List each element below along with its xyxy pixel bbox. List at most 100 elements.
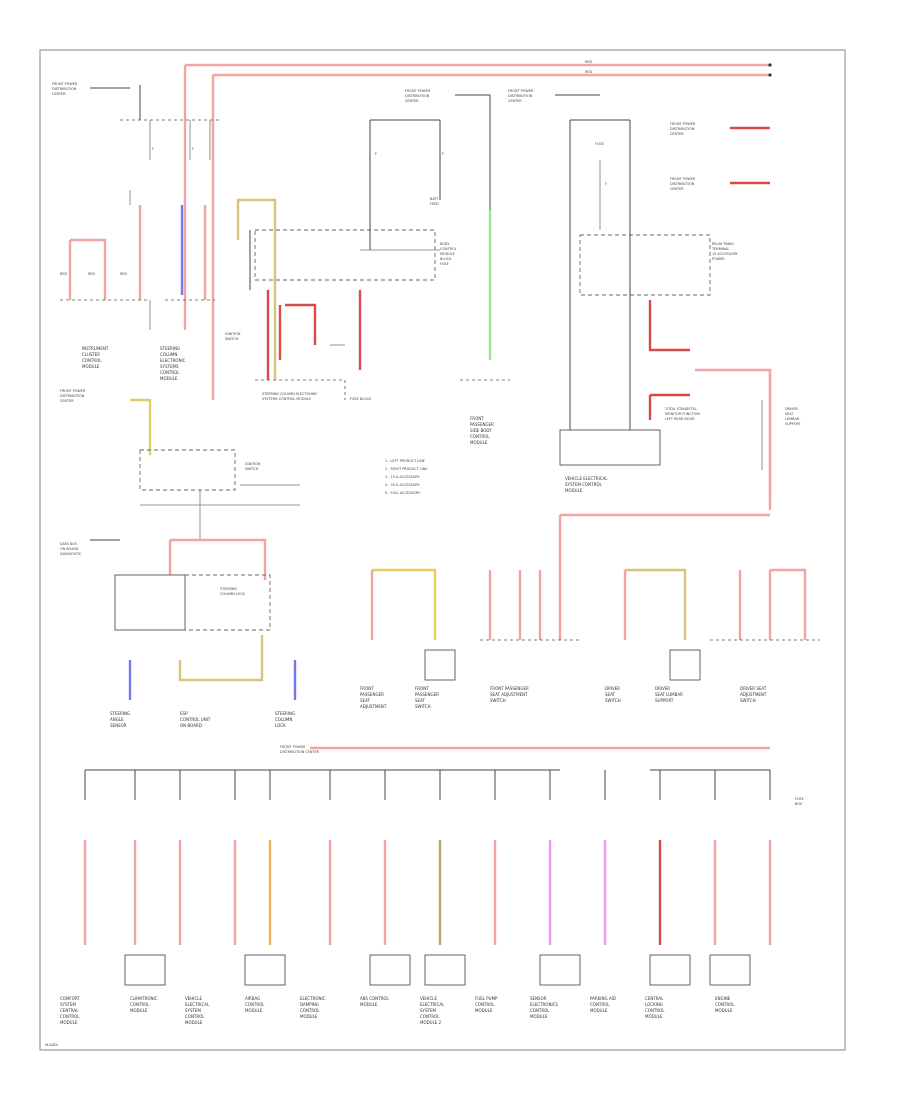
svg-text:RED: RED	[60, 272, 67, 276]
svg-text:SYSTEMS: SYSTEMS	[160, 364, 179, 369]
svg-text:CENTER: CENTER	[670, 187, 684, 191]
svg-text:DRIVER: DRIVER	[785, 407, 798, 411]
svg-text:F: F	[442, 152, 444, 156]
top-power-bus: RED RED	[183, 60, 772, 400]
svg-text:BLOCK: BLOCK	[440, 257, 452, 261]
connector-box	[649, 954, 691, 986]
svg-text:FRONT POWER: FRONT POWER	[280, 745, 306, 749]
corner-label: W-AUDI	[45, 1043, 58, 1047]
svg-text:TOTAL STANDSTILL: TOTAL STANDSTILL	[664, 407, 697, 411]
svg-text:FRONT POWER: FRONT POWER	[670, 122, 696, 126]
svg-text:FUSE: FUSE	[440, 262, 449, 266]
svg-text:INSTRUMENT: INSTRUMENT	[82, 346, 109, 351]
svg-text:F: F	[375, 152, 377, 156]
svg-text:DISTRIBUTION: DISTRIBUTION	[52, 87, 77, 91]
top-right-terminals: FRONT POWER DISTRIBUTION CENTER FRONT PO…	[670, 122, 770, 191]
svg-text:SUPPORT: SUPPORT	[655, 698, 674, 703]
svg-text:CONTROL UNIT: CONTROL UNIT	[180, 717, 211, 722]
svg-text:1 - LEFT PRODUCT LINE: 1 - LEFT PRODUCT LINE	[385, 459, 425, 463]
svg-text:SWITCH: SWITCH	[415, 704, 431, 709]
svg-text:LEFT REAR DOOR: LEFT REAR DOOR	[665, 417, 695, 421]
svg-text:DRIVER SEAT: DRIVER SEAT	[740, 686, 767, 691]
svg-text:BATT: BATT	[430, 197, 439, 201]
svg-text:2 - RIGHT PRODUCT LINE: 2 - RIGHT PRODUCT LINE	[385, 467, 427, 471]
svg-text:ADJUSTMENT: ADJUSTMENT	[360, 704, 387, 709]
diagram-frame	[39, 49, 846, 1051]
bottom-bus: FRONT POWER DISTRIBUTION CENTER FUSE BOX	[85, 745, 804, 806]
svg-text:ON BOARD: ON BOARD	[60, 547, 79, 551]
svg-text:CENTER: CENTER	[405, 99, 419, 103]
svg-text:STEERING: STEERING	[275, 711, 295, 716]
svg-text:LUMBAR: LUMBAR	[785, 417, 800, 421]
svg-text:F: F	[152, 147, 154, 151]
svg-text:4 - 30 A ACCESSORY: 4 - 30 A ACCESSORY	[385, 483, 421, 487]
svg-text:SEAT ADJUSTMENT: SEAT ADJUSTMENT	[490, 692, 528, 697]
svg-text:COLUMN LOCK: COLUMN LOCK	[220, 592, 246, 596]
svg-text:SYSTEMS CONTROL MODULE: SYSTEMS CONTROL MODULE	[262, 397, 311, 401]
svg-text:CONTROL: CONTROL	[82, 358, 102, 363]
svg-text:RED: RED	[585, 60, 592, 64]
svg-text:RED: RED	[88, 272, 95, 276]
svg-text:DISTRIBUTION: DISTRIBUTION	[670, 182, 695, 186]
svg-text:ADJUSTMENT: ADJUSTMENT	[740, 692, 767, 697]
svg-text:FUSE: FUSE	[595, 142, 604, 146]
top-center-fuse-group: FRONT POWER DISTRIBUTION CENTER F F BATT…	[358, 89, 510, 445]
svg-text:SYSTEM CONTROL: SYSTEM CONTROL	[565, 482, 603, 487]
svg-text:DISTRIBUTION CENTER: DISTRIBUTION CENTER	[280, 750, 320, 754]
svg-text:CLUSTER: CLUSTER	[82, 352, 100, 357]
svg-text:SIDE BODY: SIDE BODY	[470, 428, 492, 433]
svg-text:DIAGNOSTIC: DIAGNOSTIC	[60, 552, 82, 556]
svg-text:BOX: BOX	[795, 802, 803, 806]
connector-box	[244, 954, 286, 986]
svg-text:ANGLE: ANGLE	[110, 717, 124, 722]
svg-text:COLUMN: COLUMN	[160, 352, 177, 357]
svg-text:PASSENGER: PASSENGER	[415, 692, 439, 697]
svg-text:FRONT POWER: FRONT POWER	[508, 89, 534, 93]
svg-text:RED: RED	[585, 70, 592, 74]
svg-text:15 ACCESSORY: 15 ACCESSORY	[712, 252, 739, 256]
svg-text:SWITCH: SWITCH	[605, 698, 621, 703]
svg-text:LOCK: LOCK	[275, 723, 286, 728]
svg-text:SUPPORT: SUPPORT	[785, 422, 802, 426]
connector-box	[424, 954, 466, 986]
svg-text:TERMINAL: TERMINAL	[711, 247, 729, 251]
svg-text:SEAT: SEAT	[360, 698, 370, 703]
svg-text:FRONT PASSENGER: FRONT PASSENGER	[490, 686, 529, 691]
svg-text:STEERING COLUMN ELECTRONIC: STEERING COLUMN ELECTRONIC	[262, 392, 318, 396]
ignition-switch-area: IGNITION SWITCH STEERING COLUMN ELECTRON…	[225, 198, 436, 401]
top-left-fuse-group: FRONT POWER DISTRIBUTION CENTER F F RED …	[52, 82, 220, 381]
svg-text:MODULE: MODULE	[440, 252, 455, 256]
svg-text:STEERING: STEERING	[220, 587, 237, 591]
svg-text:CENTER: CENTER	[508, 99, 522, 103]
svg-text:CONTROL: CONTROL	[440, 247, 457, 251]
svg-text:FUSE: FUSE	[795, 797, 804, 801]
svg-text:FRONT: FRONT	[415, 686, 429, 691]
svg-text:PASSENGER: PASSENGER	[360, 692, 384, 697]
svg-text:PASSENGER: PASSENGER	[470, 422, 494, 427]
svg-text:MODULE: MODULE	[82, 364, 100, 369]
svg-text:FEED: FEED	[430, 202, 439, 206]
middle-left-group: FRONT POWER DISTRIBUTION CENTER IGNITION…	[60, 389, 427, 728]
svg-text:MODULE: MODULE	[565, 488, 583, 493]
svg-text:SWITCH: SWITCH	[740, 698, 756, 703]
svg-text:MODULE: MODULE	[470, 440, 488, 445]
connector-box	[709, 954, 751, 986]
svg-text:DRIVER: DRIVER	[655, 686, 670, 691]
svg-text:F: F	[605, 182, 607, 186]
svg-text:DISTRIBUTION: DISTRIBUTION	[508, 94, 533, 98]
svg-text:VEHICLE ELECTRICAL: VEHICLE ELECTRICAL	[565, 476, 608, 481]
